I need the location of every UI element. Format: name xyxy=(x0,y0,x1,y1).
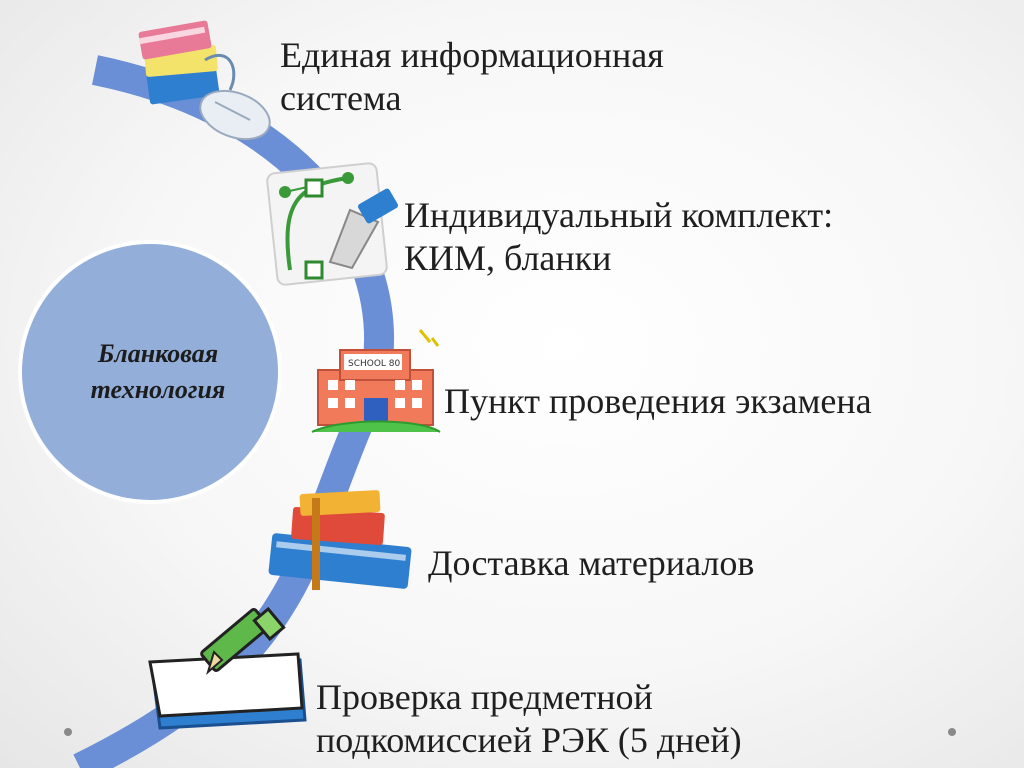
slide-corner-dot-left xyxy=(64,728,72,736)
step-label-2: Индивидуальный комплект: КИМ, бланки xyxy=(404,194,833,280)
step-label-4: Доставка материалов xyxy=(428,542,754,585)
center-circle xyxy=(18,240,282,504)
step-label-3: Пункт проведения экзамена xyxy=(444,380,872,423)
school-building-icon: SCHOOL 80 xyxy=(311,329,441,433)
center-label-line2: технология xyxy=(90,375,226,404)
step-1-line2: система xyxy=(280,78,402,118)
step-4-line1: Доставка материалов xyxy=(428,543,755,583)
step-1-line1: Единая информационная xyxy=(280,35,664,75)
pencil-and-notebook-icon xyxy=(148,606,307,730)
step-5-line2: подкомиссией РЭК (5 дней) xyxy=(316,720,742,760)
step-label-5: Проверка предметной подкомиссией РЭК (5 … xyxy=(316,676,742,762)
books-and-mouse-icon xyxy=(138,20,271,141)
step-2-line1: Индивидуальный комплект: xyxy=(404,195,834,235)
step-3-line1: Пункт проведения экзамена xyxy=(444,381,872,421)
step-5-line1: Проверка предметной xyxy=(316,677,653,717)
slide-corner-dot-right xyxy=(948,728,956,736)
center-label: Бланковая технология xyxy=(30,336,286,408)
step-label-1: Единая информационная система xyxy=(280,34,664,120)
svg-text:SCHOOL 80: SCHOOL 80 xyxy=(348,359,401,369)
stacked-books-icon xyxy=(268,490,412,590)
step-2-line2: КИМ, бланки xyxy=(404,238,612,278)
pen-tool-icon xyxy=(266,162,398,286)
center-label-line1: Бланковая xyxy=(97,339,219,368)
